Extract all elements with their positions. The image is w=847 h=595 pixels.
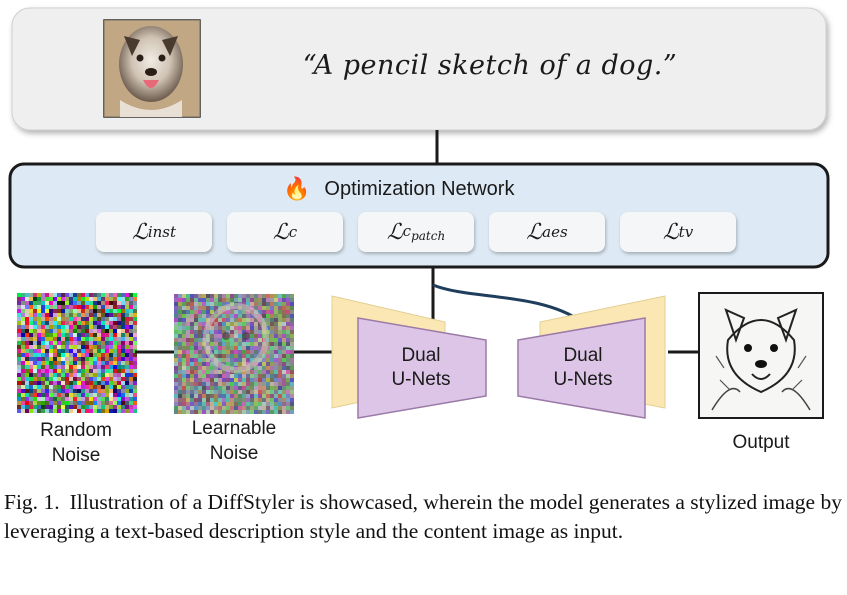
- loss-symbol: ℒ: [131, 219, 148, 245]
- loss-subscript: c: [288, 223, 298, 241]
- loss-symbol: ℒ: [526, 219, 543, 245]
- learnable-noise-label: Learnable Noise: [191, 418, 277, 464]
- loss-symbol: ℒ: [272, 219, 289, 245]
- loss-subscript: aes: [542, 223, 568, 241]
- dual-unet-left-label: Dual U-Nets: [391, 345, 451, 390]
- content-dog-image: [103, 19, 201, 118]
- figure-caption-label: Fig. 1.: [4, 490, 60, 514]
- output-sketch-image: [698, 292, 824, 419]
- dual-unet-left: [331, 295, 487, 419]
- learnable-noise-image: [174, 294, 294, 414]
- optimization-network-label: Optimization Network: [324, 177, 515, 200]
- prompt-text: “A pencil sketch of a dog.”: [302, 49, 678, 81]
- diagram-canvas: [8, 7, 830, 419]
- loss-subsubscript: patch: [411, 228, 446, 243]
- loss-subscript: tv: [678, 223, 694, 241]
- prompt-panel: [11, 7, 827, 131]
- optimization-network-title: 🔥 Optimization Network: [283, 174, 514, 204]
- random-noise-image: [17, 293, 137, 413]
- fire-icon: 🔥: [283, 176, 311, 201]
- loss-symbol: ℒ: [386, 219, 403, 245]
- figure-caption-text: Illustration of a DiffStyler is showcase…: [4, 490, 842, 543]
- figure-caption: Fig. 1.Illustration of a DiffStyler is s…: [4, 488, 842, 546]
- connector-network-unet-right: [432, 283, 583, 324]
- dual-unet-right-label: Dual U-Nets: [553, 345, 613, 390]
- random-noise-label: Random Noise: [40, 420, 112, 466]
- loss-subscript: inst: [147, 223, 177, 241]
- output-label: Output: [732, 432, 790, 453]
- dual-unet-right: [517, 295, 666, 419]
- loss-subscript: c: [402, 221, 412, 240]
- loss-symbol: ℒ: [662, 219, 679, 245]
